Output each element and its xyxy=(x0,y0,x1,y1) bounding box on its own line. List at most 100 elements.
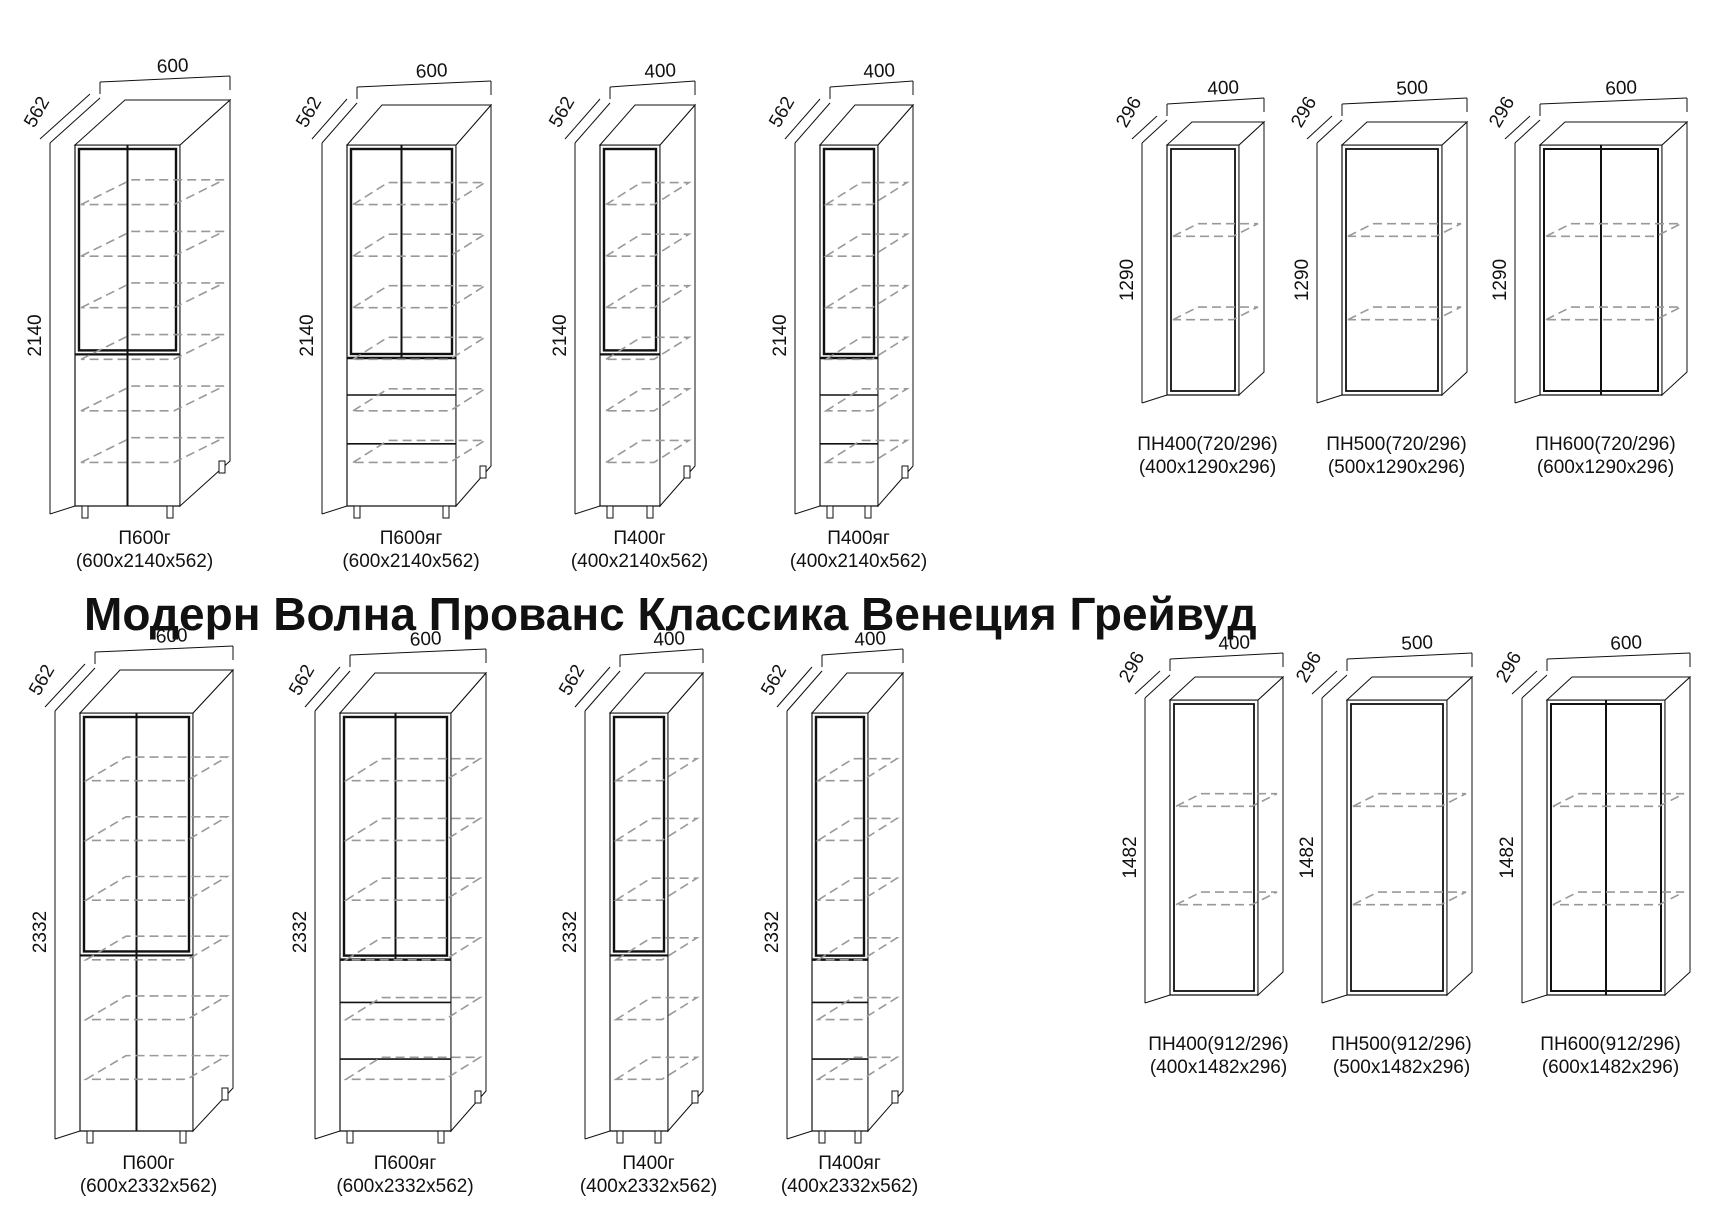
shelf-hidden-line xyxy=(1352,891,1467,906)
depth-line xyxy=(1141,119,1168,144)
cabinet-size-label: (600x2140x562) xyxy=(76,551,213,572)
depth-line xyxy=(794,505,821,515)
top-panel xyxy=(345,104,493,146)
leg xyxy=(86,1130,94,1144)
shelf-hidden-line xyxy=(80,230,225,257)
shelf-hidden-line xyxy=(613,996,700,1021)
height-label: 2332 xyxy=(762,911,783,953)
depth-label: 562 xyxy=(545,93,579,131)
shelf-hidden-line xyxy=(823,181,910,206)
shelf-hidden-line xyxy=(350,336,488,361)
shelf-hidden-line xyxy=(80,385,225,412)
shelf-hidden-line xyxy=(343,996,483,1021)
cabinet-size-label: (600x2332x562) xyxy=(80,1176,217,1197)
shelf-hidden-line xyxy=(823,336,910,361)
front-face xyxy=(1341,144,1443,396)
depth-line xyxy=(321,505,348,515)
width-dim-line xyxy=(1539,97,1688,105)
height-label: 2332 xyxy=(560,911,581,953)
side-panel xyxy=(1441,120,1468,397)
depth-dim-line xyxy=(574,666,611,708)
side-panel xyxy=(667,671,704,1133)
shelf-hidden-line xyxy=(613,877,700,901)
glass-door-frame xyxy=(814,715,866,957)
depth-label: 296 xyxy=(1485,93,1519,131)
shelf-hidden-line xyxy=(603,336,692,361)
cabinet-code-label: П400г xyxy=(622,1153,674,1174)
leg xyxy=(901,465,909,479)
top-panel xyxy=(1340,121,1469,146)
leg xyxy=(479,465,487,479)
cabinet-code-label: ПН600(720/296) xyxy=(1535,434,1675,455)
leg xyxy=(179,1130,187,1144)
depth-line xyxy=(786,1130,813,1140)
front-face xyxy=(1346,699,1448,996)
leg xyxy=(353,505,361,519)
depth-label: 562 xyxy=(25,661,59,699)
top-panel xyxy=(1345,676,1474,701)
depth-line xyxy=(584,1130,611,1140)
cabinet-code-label: П400яг xyxy=(827,528,890,549)
width-dim-line xyxy=(99,75,231,83)
side-panel xyxy=(659,103,696,508)
depth-line xyxy=(1316,119,1343,144)
top-panel xyxy=(73,99,232,146)
shelf-hidden-line xyxy=(343,757,483,782)
cabinet-code-label: П400г xyxy=(613,528,665,549)
shelf-hidden-line xyxy=(80,436,225,464)
shelf-hidden-line xyxy=(613,817,700,842)
depth-label: 296 xyxy=(1292,648,1326,686)
shelf-hidden-line xyxy=(613,757,700,782)
side-panel xyxy=(192,668,234,1133)
width-label: 400 xyxy=(644,60,677,83)
depth-dim-line xyxy=(1311,670,1338,695)
wall-door xyxy=(1345,148,1439,392)
shelf-hidden-line xyxy=(83,756,230,782)
shelf-hidden-line xyxy=(603,233,692,257)
width-label: 400 xyxy=(1207,77,1240,100)
leg xyxy=(864,505,872,519)
side-panel xyxy=(1661,120,1688,397)
shelf-hidden-line xyxy=(823,439,910,464)
side-panel xyxy=(179,98,231,508)
cabinet-code-label: ПН400(912/296) xyxy=(1148,1034,1288,1055)
width-label: 600 xyxy=(1605,77,1638,100)
shelf-hidden-line xyxy=(343,1056,483,1081)
depth-label: 562 xyxy=(757,661,791,699)
shelf-hidden-line xyxy=(613,937,700,961)
cabinet-size-label: (400x1482x296) xyxy=(1150,1057,1287,1078)
leg xyxy=(606,505,614,519)
width-dim-line xyxy=(94,645,234,653)
leg xyxy=(683,465,691,479)
shelf-hidden-line xyxy=(343,817,483,842)
width-label: 600 xyxy=(409,628,442,651)
height-label: 2140 xyxy=(770,314,791,356)
shelf-hidden-line xyxy=(603,388,692,412)
shelf-hidden-line xyxy=(815,757,900,782)
glass-door-frame xyxy=(822,147,876,356)
top-panel xyxy=(1538,121,1689,146)
depth-label: 562 xyxy=(765,93,799,131)
depth-label: 562 xyxy=(292,93,326,131)
width-dim-line xyxy=(821,648,904,656)
height-label: 1482 xyxy=(1497,836,1518,878)
shelf-hidden-line xyxy=(1552,792,1685,808)
side-panel xyxy=(455,103,492,508)
depth-dim-line xyxy=(1511,670,1538,695)
glass-door-frame xyxy=(602,147,658,352)
front-face xyxy=(1166,144,1240,396)
shelf-hidden-line xyxy=(350,439,488,464)
series-title: Модерн Волна Прованс Классика Венеция Гр… xyxy=(84,588,1257,640)
leg xyxy=(654,1130,662,1144)
height-label: 1290 xyxy=(1292,259,1313,301)
width-dim-line xyxy=(349,648,487,656)
